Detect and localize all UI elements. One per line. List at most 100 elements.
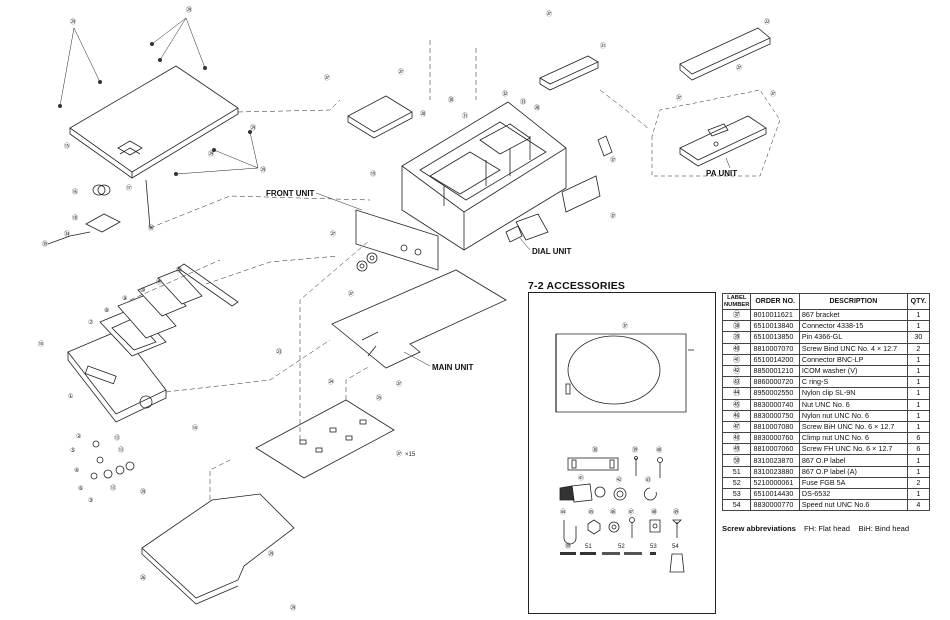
callout: ⑯ <box>72 188 78 196</box>
callout: ⑧ <box>104 307 109 314</box>
callout: ㉙ <box>268 550 274 558</box>
callout: ⑬ <box>110 484 116 492</box>
table-header-row: LABEL NUMBER ORDER NO. DESCRIPTION QTY. <box>721 293 931 310</box>
cell-label: ㊴ <box>721 331 752 344</box>
callout: ④ <box>74 467 79 474</box>
acc-cring-43 <box>644 487 657 501</box>
cell-label: ㊽ <box>721 432 752 445</box>
part-callouts: ㉙ ㉙ ㉙ ⑮ ⑯ ⑰ ⑱ ㉞ ㉟ ㊱ ㉙ ㉙ ㉗ ㉗ ⑳ ㉚ ㉛ ㉜ ㉝ ㉘ … <box>38 6 776 612</box>
callout: ② <box>76 433 82 440</box>
cell-order: 8830000740 <box>750 398 800 411</box>
acc-washer-42 <box>613 487 627 501</box>
callout: ㉕ <box>376 394 382 402</box>
board-25 <box>255 399 395 479</box>
dial-unit-label: DIAL UNIT <box>532 247 572 256</box>
cell-desc: Fuse FGB 5A <box>798 476 908 490</box>
callout: ㊲ <box>610 212 616 220</box>
callout: ㊾ <box>673 508 679 516</box>
small-knobs <box>90 440 135 480</box>
cell-order: 6510013840 <box>750 320 800 333</box>
callout: ⑪ <box>156 278 162 286</box>
cell-label: 53 <box>721 487 752 501</box>
acc-speed-nut-54 <box>669 553 685 573</box>
col-order-no: ORDER NO. <box>750 293 800 310</box>
cell-desc: 867 bracket <box>798 308 908 322</box>
chassis <box>401 101 567 251</box>
acc-nylon-nut-46 <box>608 521 620 533</box>
callout: ㉗ <box>770 90 776 98</box>
cell-qty: 2 <box>906 342 931 355</box>
cell-order: 8950002550 <box>750 387 800 400</box>
callout: ㉝ <box>520 98 526 106</box>
callout: ㊲ <box>622 322 628 330</box>
abbr-fh: FH: Flat head <box>803 524 850 533</box>
cell-order: 8310023870 <box>750 454 800 467</box>
cell-qty: 1 <box>906 353 931 366</box>
callout: ㉗ <box>676 94 682 102</box>
callout: ⑭ <box>192 424 198 432</box>
cell-order: 8010011621 <box>750 308 800 322</box>
callout: ㉗ <box>324 74 330 82</box>
acc-clip-44 <box>563 520 577 545</box>
callout: 54 <box>672 544 679 550</box>
callout: ㉙ <box>70 18 76 26</box>
callout: ㉑ <box>600 42 606 50</box>
cell-desc: Climp nut UNC No. 6 <box>798 432 908 445</box>
callout: ㉒ <box>764 18 770 26</box>
callout: ㉗ <box>396 380 402 388</box>
cell-label: ㊿ <box>721 454 752 467</box>
unit-labels: FRONT UNIT DIAL UNIT MAIN UNIT PA UNIT <box>266 169 737 372</box>
cell-qty: 1 <box>906 420 931 434</box>
cell-desc: Nylon clip SL-9N <box>798 387 908 400</box>
callout: ㉛ <box>462 112 468 120</box>
screw-leaders-top <box>59 17 259 175</box>
cell-desc: Connector 4338-15 <box>798 320 908 333</box>
callout: 52 <box>618 544 625 550</box>
cell-qty: 30 <box>906 331 931 344</box>
cell-qty: 1 <box>906 454 931 467</box>
callout: ㉙ <box>208 150 214 158</box>
front-unit-board <box>355 209 439 271</box>
cell-order: 8810007080 <box>750 420 800 434</box>
cell-qty: 4 <box>906 499 931 512</box>
front-panel <box>67 329 167 423</box>
callout: ⑦ <box>88 319 94 326</box>
cell-qty: 6 <box>906 443 931 456</box>
cell-label: ㊶ <box>721 353 752 366</box>
acc-bnc-41 <box>559 483 606 503</box>
callout: ㉜ <box>502 90 508 98</box>
pa-unit-label: PA UNIT <box>706 169 737 178</box>
front-frames <box>99 263 239 357</box>
acc-screw-47 <box>629 517 635 538</box>
cell-order: 6510014200 <box>750 353 800 366</box>
callout: ⑤ <box>70 447 75 454</box>
right-bracket <box>561 135 613 213</box>
acc-screw-49 <box>672 519 682 538</box>
main-unit-label: MAIN UNIT <box>432 363 473 372</box>
cell-qty: 1 <box>906 398 931 411</box>
callout: ㊳ <box>592 446 598 454</box>
callout: ⑲ <box>370 170 376 178</box>
cell-order: 8850001210 <box>750 364 800 378</box>
callout: ⑨ <box>122 295 127 302</box>
callout: ㊷ <box>616 476 622 484</box>
callout: ㉓ <box>276 348 282 356</box>
cell-label: ㊹ <box>721 387 752 400</box>
callout: ㉗ <box>348 290 354 298</box>
cell-desc: 867 O.P label (A) <box>798 465 908 478</box>
cell-qty: 1 <box>906 376 931 389</box>
callout: ㉗ <box>398 68 404 76</box>
cell-desc: Speed nut UNC No.6 <box>798 499 908 512</box>
cell-label: 51 <box>721 465 752 478</box>
callout: ㉔ <box>328 378 334 386</box>
callout: ㊸ <box>645 476 651 484</box>
accessories-title: 7-2 ACCESSORIES <box>528 280 626 292</box>
callout: ⑭ <box>38 340 44 348</box>
